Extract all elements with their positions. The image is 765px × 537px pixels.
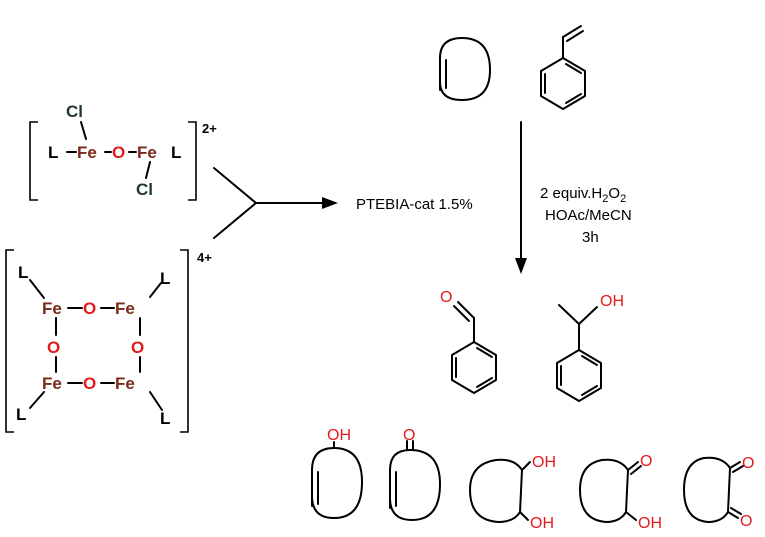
conditions-sub1: 2: [602, 193, 608, 205]
fe-right-label: Fe: [137, 143, 157, 162]
oxo-bridge-label: O: [112, 143, 125, 162]
fe-br-label: Fe: [115, 374, 135, 393]
dione-oxygen-bottom-label: O: [740, 513, 752, 530]
hydroxycyclooctanone-molecule: O OH: [579, 453, 662, 532]
right-bracket-dimer: [188, 121, 197, 201]
hydroxyketone-oxygen-label: O: [640, 453, 652, 470]
ligand-left-label: L: [48, 143, 58, 162]
conditions-sub2: 2: [620, 193, 626, 205]
arrow-head: [322, 197, 338, 209]
reaction-arrow: [515, 121, 527, 274]
catalyst-label: PTEBIA-cat 1.5%: [356, 196, 473, 213]
cl-top-label: Cl: [66, 102, 83, 121]
fe-left-label: Fe: [77, 143, 97, 162]
bond-cl-fe-top: [80, 121, 87, 140]
diol-oh-bottom-label: OH: [530, 515, 554, 532]
oxo-left-label: O: [47, 338, 60, 357]
conditions-line1: 2 equiv.H2O2: [540, 185, 626, 205]
ligand-right-label: L: [171, 143, 181, 162]
left-bracket-tetramer: [5, 249, 14, 433]
ligand-br-label: L: [160, 409, 170, 428]
phenylethanol-molecule: OH: [556, 293, 624, 402]
dimer-charge: 2+: [202, 121, 217, 136]
bond-l-fe-tl: [29, 279, 45, 299]
fe-tr-label: Fe: [115, 299, 135, 318]
left-bracket-dimer: [29, 121, 38, 201]
bond-l-fe-br: [149, 391, 163, 411]
bond-fe-cl-bottom: [145, 161, 151, 179]
cyclooctenone-molecule: O: [389, 427, 441, 521]
cyclooctene-molecule: [439, 37, 491, 101]
fe-bl-label: Fe: [42, 374, 62, 393]
ligand-bl-label: L: [16, 405, 26, 424]
dione-oxygen-top-label: O: [742, 455, 754, 472]
cyclooctanedione-molecule: O O: [683, 455, 754, 530]
tetrairon-complex: L L Fe O Fe O O Fe O Fe L L 4+: [5, 249, 212, 433]
tetramer-charge: 4+: [197, 250, 212, 265]
reaction-arrow-head: [515, 258, 527, 274]
diiron-complex: Cl L Fe O Fe L Cl 2+: [29, 102, 217, 201]
combine-line-top: [213, 167, 257, 204]
cyclooctenol-oh-label: OH: [327, 427, 351, 444]
phenylethanol-oh-text: OH: [600, 293, 624, 310]
oxo-bottom-label: O: [83, 374, 96, 393]
benzaldehyde-molecule: O: [440, 289, 497, 394]
oxo-right-label: O: [131, 338, 144, 357]
bond-l-fe-tr: [149, 282, 162, 298]
combine-arrow: [213, 167, 338, 239]
oxo-top-label: O: [83, 299, 96, 318]
diol-oh-top-label: OH: [532, 454, 556, 471]
benzaldehyde-oxygen-label: O: [440, 289, 452, 306]
combine-line-bottom: [213, 202, 257, 239]
conditions-oxygen: O: [608, 185, 620, 202]
ligand-tr-label: L: [160, 269, 170, 288]
cyclooctenone-oxygen-label: O: [403, 427, 415, 444]
conditions-oxidant-prefix: 2 equiv.H: [540, 185, 602, 202]
cl-bottom-label: Cl: [136, 180, 153, 199]
styrene-molecule: [540, 25, 586, 110]
fe-tl-label: Fe: [42, 299, 62, 318]
hydroxyketone-oh-label: OH: [638, 515, 662, 532]
bond-l-fe-bl: [29, 391, 45, 409]
phenylethanol-oh-label: OH: [600, 293, 624, 310]
conditions-line2: HOAc/MeCN: [545, 207, 632, 224]
right-bracket-tetramer: [180, 249, 189, 433]
ligand-tl-label: L: [18, 263, 28, 282]
reaction-conditions: 2 equiv.H2O2 HOAc/MeCN 3h: [540, 185, 632, 246]
cyclooctenol-molecule: OH: [311, 427, 363, 519]
conditions-line3: 3h: [582, 229, 599, 246]
cyclooctanediol-molecule: OH OH: [469, 454, 556, 532]
